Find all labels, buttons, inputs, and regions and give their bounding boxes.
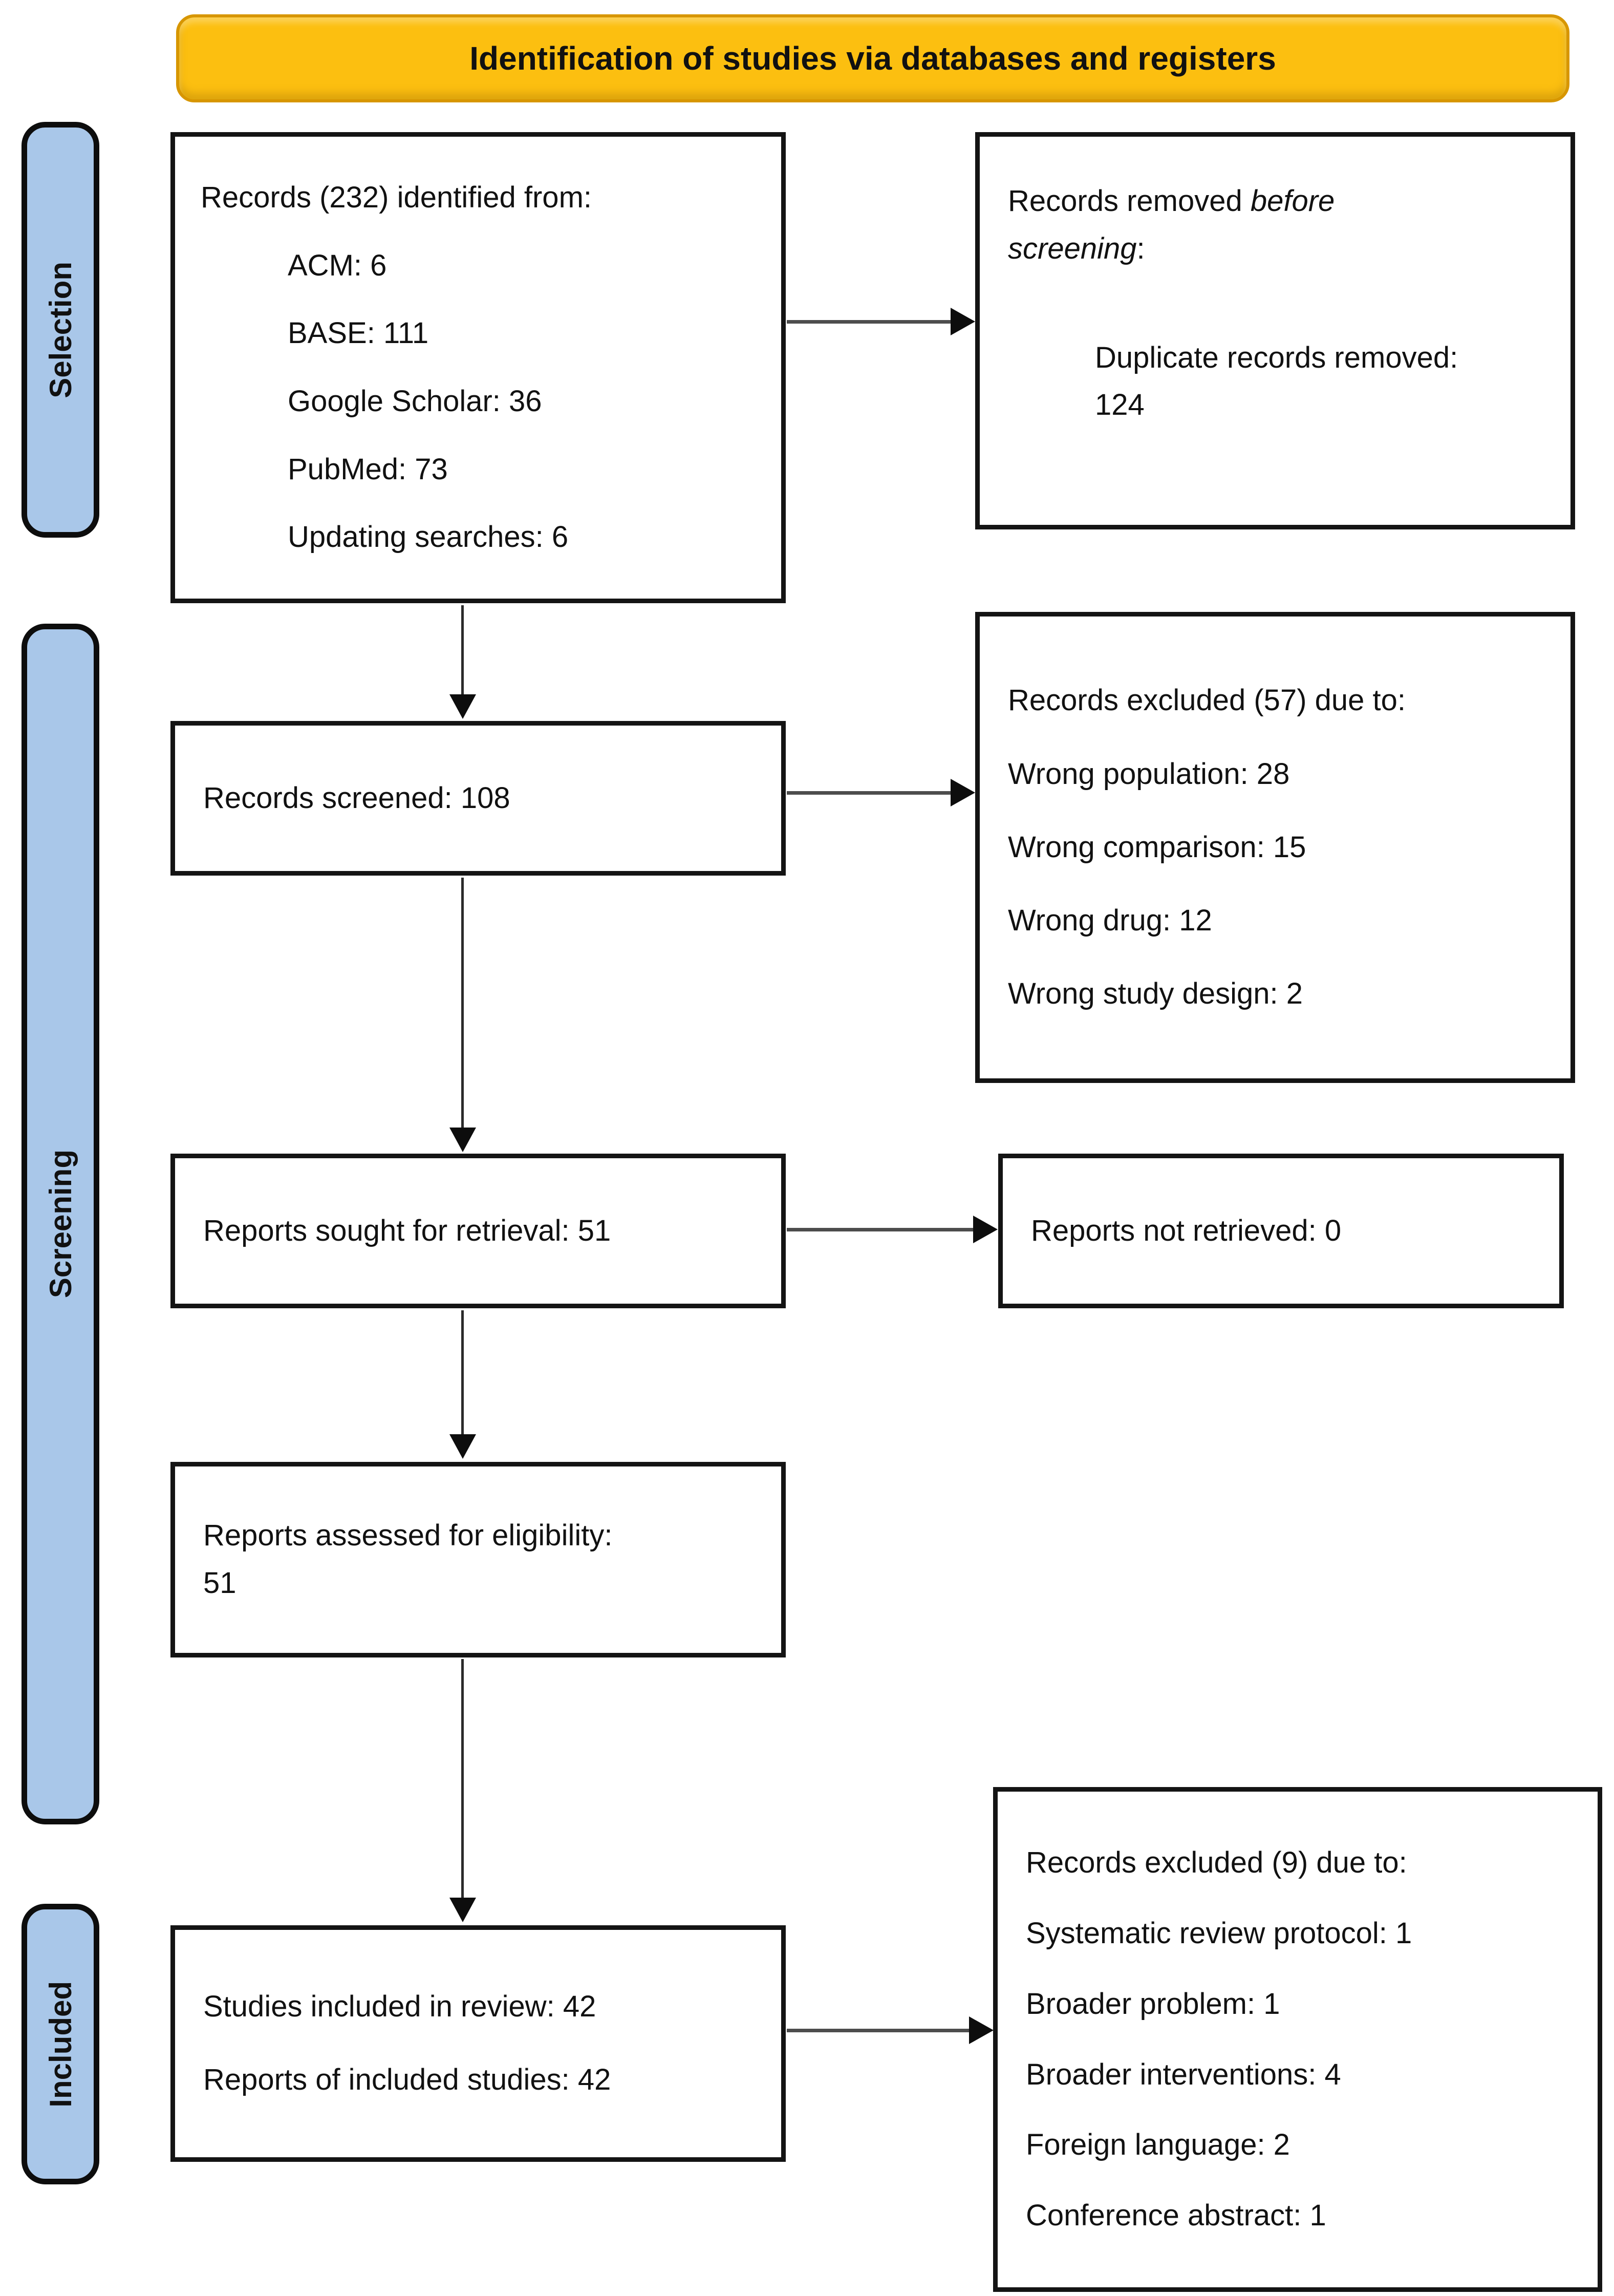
- exclusion-reason: Wrong population: 28: [1008, 757, 1290, 791]
- records-excluded-9-title: Records excluded (9) due to:: [1026, 1846, 1407, 1880]
- box-records-identified: Records (232) identified from: ACM: 6 BA…: [170, 132, 786, 603]
- records-removed-title: Records removed before screening:: [1008, 178, 1469, 273]
- stage-label-included-text: Included: [43, 1981, 78, 2108]
- arrow-sought-to-notretrieved-line: [787, 1228, 974, 1231]
- stage-label-included: Included: [21, 1904, 99, 2184]
- title-banner-label: Identification of studies via databases …: [469, 40, 1276, 77]
- studies-included-line: Studies included in review: 42: [203, 1989, 596, 2023]
- arrow-included-to-excluded9-line: [787, 2029, 971, 2032]
- reports-assessed-text: Reports assessed for eligibility: 51: [203, 1519, 613, 1600]
- arrow-screened-to-excluded-line: [787, 791, 952, 795]
- stage-label-screening: Screening: [21, 624, 99, 1824]
- box-records-screened: Records screened: 108: [170, 721, 786, 876]
- title-banner: Identification of studies via databases …: [176, 14, 1569, 102]
- duplicate-records-removed: Duplicate records removed: 124: [1095, 341, 1458, 422]
- records-removed-title-italic: before screening: [1008, 184, 1335, 265]
- exclusion-reason: Broader interventions: 4: [1026, 2057, 1341, 2091]
- exclusion-reason: Wrong study design: 2: [1008, 976, 1303, 1010]
- arrow-assessed-to-included-line: [461, 1659, 464, 1899]
- records-identified-source: Updating searches: 6: [288, 520, 569, 554]
- exclusion-reason: Foreign language: 2: [1026, 2128, 1290, 2162]
- records-screened-text: Records screened: 108: [203, 781, 510, 815]
- arrow-sought-to-assessed-line: [461, 1310, 464, 1435]
- records-identified-source: ACM: 6: [288, 248, 387, 282]
- reports-included-line: Reports of included studies: 42: [203, 2063, 611, 2097]
- stage-label-selection: Selection: [21, 122, 99, 538]
- box-records-excluded-eligibility: Records excluded (9) due to: Systematic …: [993, 1787, 1602, 2292]
- exclusion-reason: Conference abstract: 1: [1026, 2199, 1326, 2233]
- arrow-included-to-excluded9-head: [969, 2016, 994, 2044]
- reports-not-retrieved-text: Reports not retrieved: 0: [1031, 1214, 1342, 1247]
- arrow-identified-to-screened-head: [449, 694, 476, 719]
- exclusion-reason: Systematic review protocol: 1: [1026, 1916, 1412, 1950]
- arrow-identified-to-removed-line: [787, 320, 952, 324]
- exclusion-reason: Wrong comparison: 15: [1008, 830, 1306, 864]
- arrow-screened-to-sought-head: [449, 1128, 476, 1152]
- exclusion-reason: Wrong drug: 12: [1008, 903, 1212, 937]
- reports-sought-text: Reports sought for retrieval: 51: [203, 1214, 611, 1247]
- arrow-screened-to-sought-line: [461, 878, 464, 1129]
- arrow-identified-to-screened-line: [461, 605, 464, 695]
- box-reports-assessed: Reports assessed for eligibility: 51: [170, 1462, 786, 1657]
- stage-label-selection-text: Selection: [43, 261, 78, 398]
- arrow-sought-to-assessed-head: [449, 1434, 476, 1459]
- box-reports-not-retrieved: Reports not retrieved: 0: [998, 1154, 1564, 1308]
- records-identified-source: BASE: 111: [288, 316, 429, 350]
- records-identified-source: PubMed: 73: [288, 452, 448, 486]
- box-reports-sought: Reports sought for retrieval: 51: [170, 1154, 786, 1308]
- box-records-removed-before-screening: Records removed before screening: Duplic…: [975, 132, 1575, 529]
- box-studies-included: Studies included in review: 42 Reports o…: [170, 1925, 786, 2162]
- box-records-excluded-screening: Records excluded (57) due to: Wrong popu…: [975, 612, 1575, 1083]
- records-identified-source: Google Scholar: 36: [288, 384, 542, 418]
- records-removed-title-suffix: :: [1136, 231, 1145, 265]
- records-excluded-57-title: Records excluded (57) due to:: [1008, 684, 1406, 717]
- exclusion-reason: Broader problem: 1: [1026, 1987, 1280, 2021]
- arrow-sought-to-notretrieved-head: [973, 1216, 998, 1243]
- arrow-screened-to-excluded-head: [951, 779, 975, 806]
- arrow-assessed-to-included-head: [449, 1898, 476, 1922]
- arrow-identified-to-removed-head: [951, 308, 975, 335]
- records-removed-title-prefix: Records removed: [1008, 184, 1251, 218]
- records-identified-title: Records (232) identified from:: [201, 180, 592, 214]
- stage-label-screening-text: Screening: [43, 1150, 78, 1299]
